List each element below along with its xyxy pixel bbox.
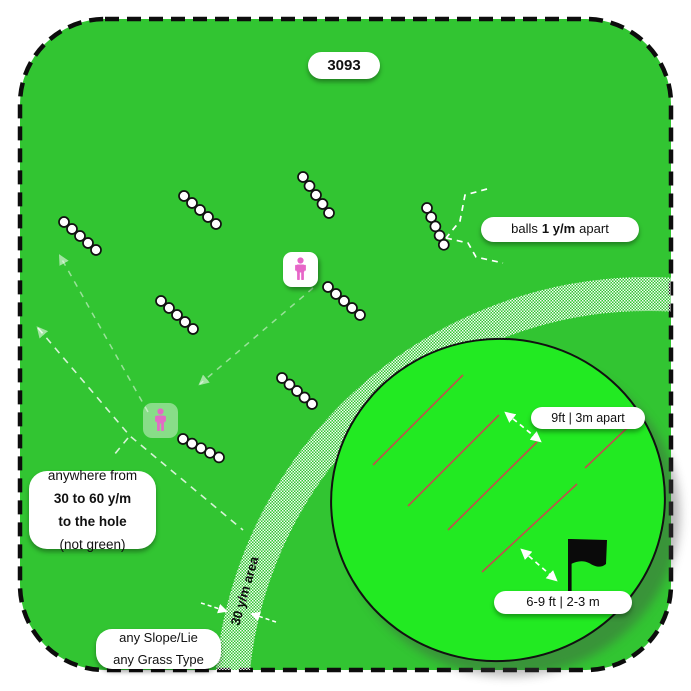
golf-ball — [346, 302, 358, 314]
balls-spacing-suffix: apart — [579, 221, 609, 237]
golf-ball — [425, 211, 438, 224]
conditions-line2: any Grass Type — [113, 652, 204, 667]
golf-ball — [171, 309, 183, 321]
golf-ball — [58, 216, 70, 228]
drill-number-badge: 3093 — [308, 52, 380, 79]
golf-ball — [323, 207, 335, 219]
guide-arrow-player1 — [198, 287, 314, 386]
hitting-zone-line1: anywhere from — [47, 468, 138, 483]
golf-ball — [177, 433, 189, 445]
green-rows-spacing-text: 9ft | 3m apart — [551, 410, 625, 425]
golf-ball — [179, 316, 191, 328]
hitting-zone-line2: 30 to 60 y/m — [53, 491, 132, 506]
flag-pole — [568, 539, 572, 591]
balls-spacing-prefix: balls — [511, 221, 538, 237]
band-clip-group — [214, 277, 671, 670]
golf-ball — [204, 446, 216, 459]
golf-ball — [322, 281, 334, 293]
golf-ball — [202, 211, 214, 223]
landing-line — [372, 374, 464, 466]
golf-ball — [155, 295, 167, 307]
balls-spacing-value: 1 y/m — [541, 221, 576, 237]
golf-ball — [74, 230, 86, 242]
golf-ball — [186, 437, 198, 450]
golf-ball — [90, 244, 102, 256]
golf-ball — [310, 189, 322, 201]
landing-line — [481, 483, 578, 573]
hitting-zone-line3: to the hole — [58, 514, 127, 529]
golf-ball — [297, 171, 309, 183]
band-width-arrows — [200, 602, 277, 623]
flag-distance-label: 6-9 ft | 2-3 m — [494, 591, 632, 614]
golf-ball — [186, 197, 198, 209]
balls-spacing-label: balls 1 y/m apart — [481, 217, 639, 242]
golf-ball — [298, 391, 311, 404]
balls-spacing-brace — [445, 188, 504, 264]
golf-ball — [316, 198, 329, 210]
drill-number: 3093 — [327, 56, 361, 74]
golf-ball — [330, 288, 342, 300]
landing-line — [584, 427, 628, 469]
golf-ball — [163, 302, 175, 314]
landing-lines-group — [372, 374, 628, 573]
golf-ball — [213, 451, 225, 464]
conditions-note: any Slope/Lie any Grass Type — [96, 629, 221, 669]
golf-ball — [210, 218, 222, 230]
player1-marker — [283, 252, 318, 287]
rows-spacing-arrow — [504, 411, 542, 443]
flag-distance-text: 6-9 ft | 2-3 m — [526, 594, 600, 610]
golf-ball — [194, 204, 206, 216]
golf-ball — [66, 223, 78, 235]
hitting-zone-line4: (not green) — [59, 537, 126, 552]
golf-ball — [306, 398, 318, 410]
player-guide-arrows — [58, 254, 314, 413]
player2-marker — [143, 403, 178, 438]
green-rows-spacing-label: 9ft | 3m apart — [531, 407, 645, 429]
hitting-zone-note: anywhere from 30 to 60 y/m to the hole (… — [29, 468, 156, 552]
green-measure-arrows — [504, 411, 558, 582]
golf-ball — [82, 237, 94, 249]
golf-ball — [303, 180, 316, 192]
zone-fork-tick — [113, 437, 129, 456]
golf-ball — [291, 385, 303, 397]
flag-distance-arrow — [520, 548, 558, 582]
band-arrow-left — [200, 602, 228, 614]
golf-ball — [276, 372, 288, 384]
band-arrow-right — [250, 611, 277, 623]
30ym-band-arc — [214, 277, 671, 670]
zone-dashed-line — [36, 326, 244, 531]
golf-ball — [187, 323, 199, 335]
golf-ball — [178, 190, 190, 202]
golf-ball — [437, 238, 450, 251]
golf-ball — [354, 309, 366, 321]
golf-ball — [421, 202, 433, 214]
golf-ball — [195, 442, 207, 455]
zone-boundary-line — [36, 326, 244, 531]
conditions-line1: any Slope/Lie — [119, 630, 198, 645]
golf-ball — [338, 295, 350, 307]
flag — [568, 539, 607, 591]
golf-ball — [283, 378, 296, 391]
landing-line — [407, 414, 500, 507]
flag-banner-icon — [571, 539, 607, 567]
landing-line — [447, 441, 538, 531]
ball-rows-group — [58, 171, 450, 464]
golf-ball — [429, 220, 442, 233]
guide-arrow-player2 — [58, 254, 149, 413]
golf-ball — [433, 229, 446, 242]
